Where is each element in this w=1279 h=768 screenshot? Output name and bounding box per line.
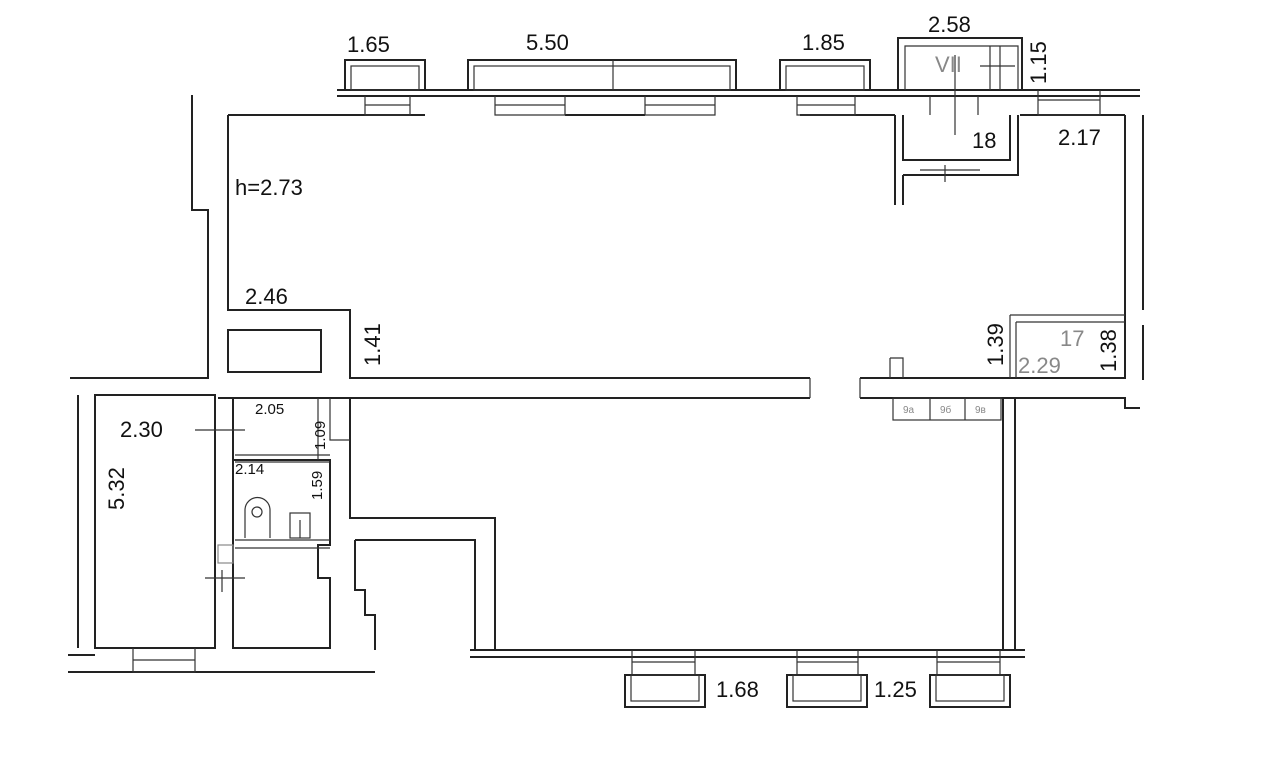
stair-label: VII [935, 52, 962, 77]
labels: 1.65 5.50 1.85 2.58 1.15 VII 18 2.17 h=2… [104, 12, 1121, 702]
small-room-depth-label: 1.09 [312, 421, 329, 450]
recess-width-label: 2.46 [245, 284, 288, 309]
left-room-width-label: 2.30 [120, 417, 163, 442]
wc-width-label: 2.14 [235, 461, 264, 478]
room-18-label: 18 [972, 128, 996, 153]
room-17-side-label: 1.39 [983, 323, 1008, 366]
room-17-width-label: 2.29 [1018, 353, 1061, 378]
room-18-width-label: 2.17 [1058, 125, 1101, 150]
windows [132, 59, 1101, 708]
stair-width-label: 2.58 [928, 12, 971, 37]
window-width-label: 1.25 [874, 677, 917, 702]
stair-depth-label: 1.15 [1026, 41, 1051, 84]
ceiling-height-label: h=2.73 [235, 175, 303, 200]
window-width-label: 1.68 [716, 677, 759, 702]
walls [68, 37, 1144, 673]
cabinet-label: 9в [975, 405, 986, 416]
cabinet-label: 9б [940, 404, 952, 416]
room-17-depth-label: 1.38 [1096, 329, 1121, 372]
small-room-width-label: 2.05 [255, 401, 284, 418]
recess-depth-label: 1.41 [360, 323, 385, 366]
left-room-length-label: 5.32 [104, 467, 129, 510]
window-width-label: 1.85 [802, 30, 845, 55]
fixtures [205, 496, 311, 592]
cabinet-label: 9a [903, 405, 915, 416]
window-width-label: 1.65 [347, 32, 390, 57]
wc-depth-label: 1.59 [309, 471, 326, 500]
window-width-label: 5.50 [526, 30, 569, 55]
room-17-label: 17 [1060, 326, 1084, 351]
